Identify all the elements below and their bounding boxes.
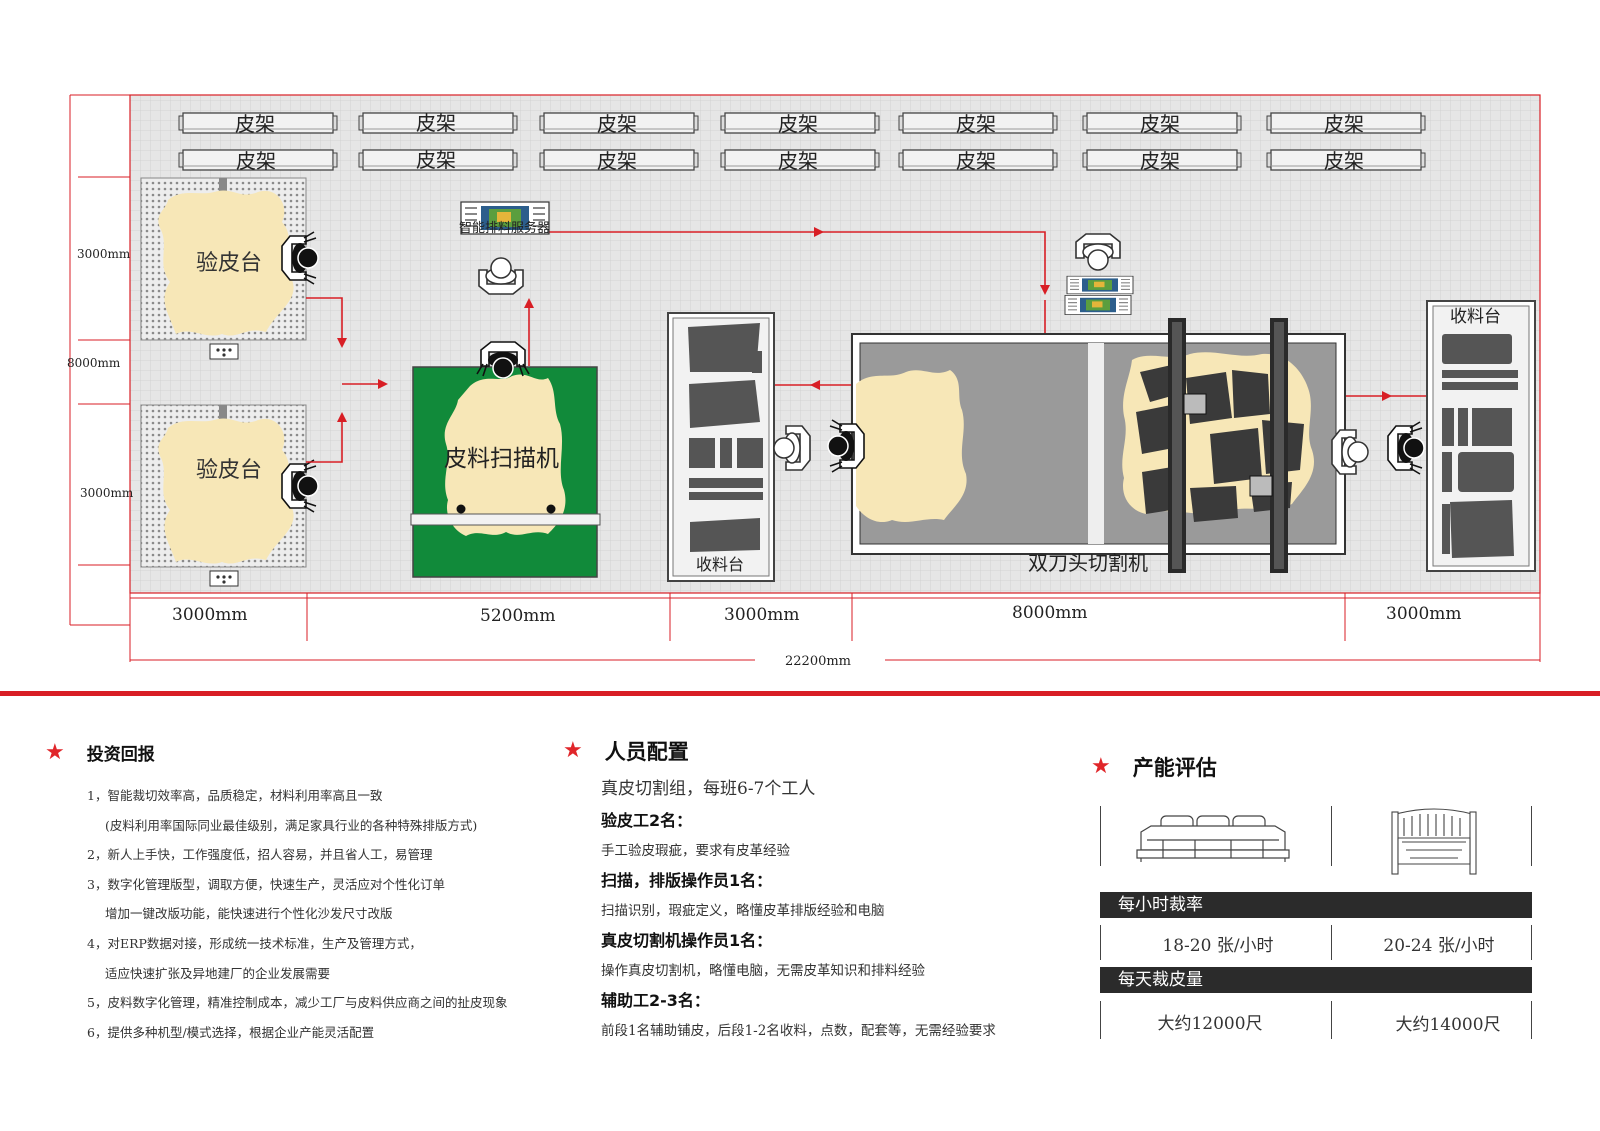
column-divider [1100, 806, 1101, 866]
bed-icon [1391, 808, 1477, 875]
list-item: 增加一键改版功能，能快速进行个性化沙发尺寸改版 [105, 906, 393, 922]
dim-total-width: 22200mm [785, 654, 851, 669]
column-divider [1331, 806, 1332, 866]
inspection-table-bottom-label: 验皮台 [196, 458, 262, 483]
list-item: 3，数字化管理版型，调取方便，快速生产，灵活应对个性化订单 [87, 876, 445, 892]
list-item: 5，皮料数字化管理，精准控制成本，减少工厂与皮料供应商之间的扯皮现象 [87, 995, 508, 1011]
worker-inspection-bottom [281, 459, 319, 513]
sofa-icon [1136, 815, 1290, 862]
dim-bottom-5: 3000mm [1386, 604, 1462, 624]
column-divider [1331, 925, 1332, 960]
staff-role: 扫描，排版操作员1名： [601, 871, 773, 890]
star-icon: ★ [1091, 754, 1111, 779]
worker-collect-right [1387, 421, 1425, 475]
inspection-table-top-label: 验皮台 [196, 251, 262, 276]
dim-bottom-1: 3000mm [172, 605, 248, 625]
staff-role-desc: 操作真皮切割机，略懂电脑，无需皮革知识和排料经验 [601, 963, 925, 979]
staffing-intro: 真皮切割组，每班6-7个工人 [601, 779, 816, 799]
list-item: 6，提供多种机型/模式选择，根据企业产能灵活配置 [87, 1024, 375, 1040]
rack-label: 皮架 [235, 112, 275, 136]
staffing-title: 人员配置 [604, 740, 689, 764]
column-divider [1100, 1001, 1101, 1039]
dim-left-top: 3000mm [77, 247, 131, 261]
rack-label: 皮架 [1140, 112, 1180, 136]
column-divider [1531, 806, 1532, 866]
rack-label: 皮架 [1140, 149, 1180, 173]
rack-label: 皮架 [597, 149, 637, 173]
inspection-table-bottom [140, 404, 307, 587]
rack-label: 皮架 [956, 149, 996, 173]
rack-label: 皮架 [956, 112, 996, 136]
rack-label: 皮架 [597, 112, 637, 136]
investment-return-list: 1，智能裁切效率高，品质稳定，材料利用率高且一致 (皮料利用率国际同业最佳级别，… [87, 781, 507, 1047]
investment-return-section: ★ 投资回报 1，智能裁切效率高，品质稳定，材料利用率高且一致 (皮料利用率国际… [45, 740, 507, 1047]
bottom-dimension-lines [129, 593, 1541, 662]
monitor-icon [1066, 275, 1134, 295]
capacity-title: 产能评估 [1132, 756, 1217, 780]
column-divider [1531, 925, 1532, 960]
inspection-table-top [140, 177, 307, 360]
staffing-section: ★ 人员配置 真皮切割组，每班6-7个工人 验皮工2名： 手工验皮瑕疵，要求有皮… [563, 736, 996, 1046]
staff-role-desc: 手工验皮瑕疵，要求有皮革经验 [601, 843, 790, 859]
factory-layout-diagram: 3000mm 8000mm 3000mm 3000mm 5200mm 3000m… [0, 94, 1600, 696]
list-item: (皮料利用率国际同业最佳级别，满足家具行业的各种特殊排版方式) [105, 817, 478, 833]
column-divider [1531, 1001, 1532, 1039]
collect-table-right-label: 收料台 [1450, 307, 1501, 327]
rack-label: 皮架 [778, 112, 818, 136]
capacity-section: ★ 产能评估 [1091, 752, 1217, 782]
dim-left-bottom: 3000mm [80, 486, 134, 500]
investment-return-title: 投资回报 [86, 745, 155, 765]
dim-bottom-3: 3000mm [724, 605, 800, 625]
hourly-rate-bed: 20-24 张/小时 [1383, 936, 1495, 956]
staff-role: 真皮切割机操作员1名： [601, 931, 773, 950]
dim-bottom-2: 5200mm [480, 606, 556, 626]
list-item: 2，新人上手快，工作强度低，招人容易，并且省人工，易管理 [87, 847, 433, 863]
hourly-rate-header: 每小时裁率 [1100, 892, 1532, 918]
worker-inspection-top [281, 231, 319, 285]
rack-label: 皮架 [1324, 149, 1364, 173]
star-icon: ★ [45, 739, 65, 765]
staff-role: 验皮工2名： [601, 811, 693, 830]
rack-label: 皮架 [416, 111, 456, 135]
dim-bottom-4: 8000mm [1012, 603, 1088, 623]
section-divider [0, 691, 1600, 696]
double-head-cutter-label: 双刀头切割机 [1028, 551, 1148, 575]
rack-label: 皮架 [416, 148, 456, 172]
collect-table-right [1426, 300, 1536, 572]
rack-label: 皮架 [1324, 112, 1364, 136]
leather-scanner-label: 皮料扫描机 [444, 446, 559, 472]
column-divider [1100, 925, 1101, 960]
monitor-icon [1064, 294, 1132, 316]
dim-left-total: 8000mm [67, 356, 121, 370]
leather-scanner [410, 366, 601, 578]
column-divider [1331, 1001, 1332, 1039]
list-item: 适应快速扩张及异地建厂的企业发展需要 [105, 965, 331, 981]
collect-table-left-label: 收料台 [696, 555, 744, 574]
rack-label: 皮架 [778, 149, 818, 173]
nesting-server-label: 智能排料服务器 [459, 220, 550, 236]
worker-scanner [476, 341, 530, 379]
daily-volume-header: 每天裁皮量 [1100, 967, 1532, 993]
worker-cutter-front [827, 419, 865, 473]
collect-table-left [667, 312, 775, 582]
rack-label: 皮架 [236, 149, 276, 173]
staff-role-desc: 扫描识别，瑕疵定义，略懂皮革排版经验和电脑 [601, 903, 885, 919]
daily-volume-sofa: 大约12000尺 [1157, 1014, 1263, 1034]
staff-role-desc: 前段1名辅助铺皮，后段1-2名收料，点数，配套等，无需经验要求 [601, 1023, 996, 1039]
double-head-cutter [851, 318, 1346, 573]
star-icon: ★ [563, 738, 583, 763]
hourly-rate-sofa: 18-20 张/小时 [1162, 936, 1274, 956]
list-item: 1，智能裁切效率高，品质稳定，材料利用率高且一致 [87, 788, 383, 803]
list-item: 4，对ERP数据对接，形成统一技术标准，生产及管理方式， [87, 935, 422, 951]
daily-volume-bed: 大约14000尺 [1395, 1015, 1501, 1035]
staff-role: 辅助工2-3名： [601, 991, 710, 1010]
left-dimension-lines [69, 94, 130, 626]
flow-arrows [306, 227, 1430, 463]
